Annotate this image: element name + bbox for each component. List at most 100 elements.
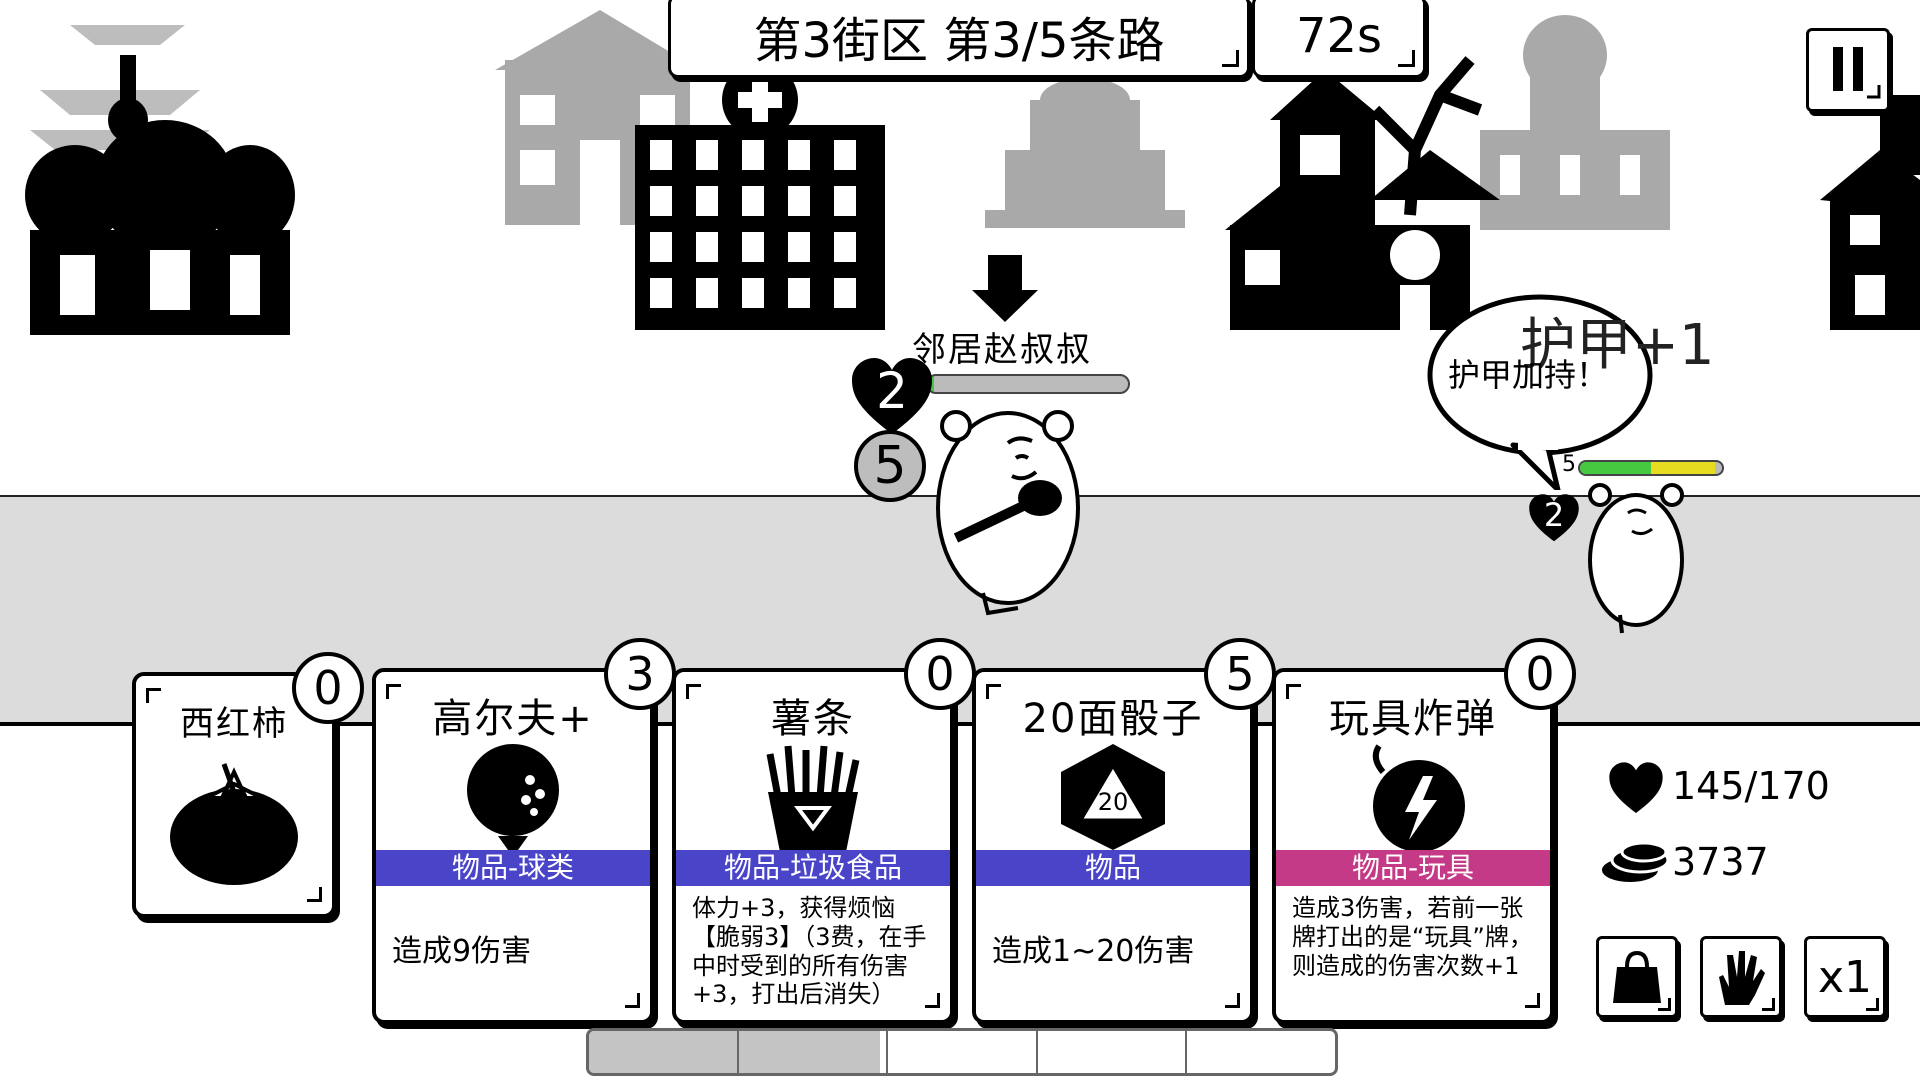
card-tomato[interactable]: 西红柿 0 xyxy=(132,652,364,918)
hospital-window xyxy=(742,232,764,262)
corner-mark xyxy=(686,684,701,699)
card-toy-bomb[interactable]: 玩具炸弹 物品-玩具 造成3伤害，若前一张牌打出的是“玩具”牌，则造成的伤害次数… xyxy=(1272,638,1576,1024)
corner-mark xyxy=(1866,998,1879,1011)
bag-button[interactable] xyxy=(1596,936,1678,1018)
hospital-windows xyxy=(650,140,856,308)
hospital-window xyxy=(788,140,810,170)
d20-icon: 20 xyxy=(1053,742,1173,856)
draw-pile-segment xyxy=(1187,1031,1335,1073)
player-hp: 145/170 xyxy=(1672,764,1830,808)
speed-label: x1 xyxy=(1817,951,1873,1003)
enemy2-heart-icon xyxy=(1529,494,1579,542)
speech-bubble-text: 护甲加持！ xyxy=(1448,356,1609,394)
enemy-armor-value: 5 xyxy=(873,436,907,496)
hospital-window xyxy=(696,140,718,170)
card-golf[interactable]: 高尔夫+ 物品-球类 造成9伤害 3 xyxy=(372,638,676,1024)
gray-capitol-icon xyxy=(985,78,1185,228)
corner-mark xyxy=(625,993,640,1008)
corner-mark xyxy=(1225,993,1240,1008)
card-title: 玩具炸弹 xyxy=(1329,696,1497,742)
cathedral-icon xyxy=(25,55,295,335)
coins-icon xyxy=(1602,841,1670,882)
bag-icon xyxy=(1613,950,1661,1003)
hand-icon xyxy=(1719,951,1765,1005)
card-type: 物品-玩具 xyxy=(1276,850,1550,886)
hospital-window xyxy=(834,140,856,170)
enemy2-heart-value: 2 xyxy=(1543,496,1565,534)
corner-mark xyxy=(925,993,940,1008)
bomb-icon xyxy=(1353,742,1473,856)
location-text: 第3街区 第3/5条路 xyxy=(753,13,1165,69)
pause-icon xyxy=(1833,47,1881,99)
hospital-window xyxy=(834,278,856,308)
card-fries[interactable]: 薯条 物品-垃圾食品 体力+3，获得烦恼【脆弱3】（3费，在手中时受到的所有伤害… xyxy=(672,638,976,1024)
enemy-character-icon xyxy=(936,410,1080,616)
speech-bubble xyxy=(1427,294,1653,490)
target-arrow-icon xyxy=(972,255,1038,322)
corner-mark xyxy=(1525,993,1540,1008)
corner-mark xyxy=(986,684,1001,699)
hospital-window xyxy=(650,140,672,170)
card-cost: 5 xyxy=(1204,638,1276,710)
enemy2-hp-green xyxy=(1580,462,1651,474)
enemy-armor-badge: 5 xyxy=(854,430,926,502)
card-type: 物品-垃圾食品 xyxy=(676,850,950,886)
armor-gain-popup: 护甲+1 xyxy=(1520,313,1715,378)
hospital-window xyxy=(788,186,810,216)
card-title: 薯条 xyxy=(771,696,855,742)
card-description: 造成9伤害 xyxy=(392,934,532,969)
tomato-icon xyxy=(166,762,302,892)
hospital-window xyxy=(742,140,764,170)
hospital-window xyxy=(696,186,718,216)
draw-pile-fill xyxy=(589,1031,880,1073)
golf-ball-icon xyxy=(458,742,568,856)
draw-pile-segment xyxy=(739,1031,889,1073)
corner-mark xyxy=(1398,50,1415,67)
enemy-hp-bar xyxy=(926,374,1130,394)
card-title: 西红柿 xyxy=(180,704,288,744)
corner-mark xyxy=(386,684,401,699)
card-description: 造成3伤害，若前一张牌打出的是“玩具”牌，则造成的伤害次数+1 xyxy=(1292,894,1533,980)
player-heart-icon xyxy=(1609,762,1663,813)
hospital-window xyxy=(696,232,718,262)
draw-pile-bar xyxy=(586,1028,1338,1076)
timer-box: 72s xyxy=(1252,0,1426,78)
enemy2-hp-yellow xyxy=(1651,462,1715,474)
hand-button[interactable] xyxy=(1700,936,1782,1018)
enemy-heart-value: 2 xyxy=(876,362,908,420)
corner-mark xyxy=(1658,998,1671,1011)
card-type: 物品 xyxy=(976,850,1250,886)
card-description: 造成1~20伤害 xyxy=(992,934,1195,969)
card-cost: 0 xyxy=(904,638,976,710)
hospital-window xyxy=(742,186,764,216)
gray-palace-icon xyxy=(1480,15,1670,230)
player-coins: 3737 xyxy=(1672,840,1769,884)
hospital-window xyxy=(650,232,672,262)
haunted-house-icon xyxy=(1225,70,1500,330)
corner-mark xyxy=(1286,684,1301,699)
hospital-window xyxy=(650,278,672,308)
hospital-window xyxy=(696,278,718,308)
hospital-window xyxy=(788,278,810,308)
hospital-window xyxy=(742,278,764,308)
hospital-window xyxy=(788,232,810,262)
card-type: 物品-球类 xyxy=(376,850,650,886)
enemy2-armor-value: 5 xyxy=(1562,452,1576,477)
draw-pile-segment xyxy=(1038,1031,1188,1073)
hospital-window xyxy=(834,232,856,262)
card-description: 体力+3，获得烦恼【脆弱3】（3费，在手中时受到的所有伤害+3，打出后消失） xyxy=(692,894,927,1009)
card-cost: 3 xyxy=(604,638,676,710)
card-d20[interactable]: 20面骰子 20 物品 造成1~20伤害 5 xyxy=(972,638,1276,1024)
corner-mark xyxy=(1222,50,1239,67)
card-title: 高尔夫+ xyxy=(432,696,594,742)
timer-text: 72s xyxy=(1295,8,1383,64)
draw-pile-segment xyxy=(589,1031,739,1073)
hospital-window xyxy=(834,186,856,216)
enemy2-character-icon xyxy=(1588,483,1684,634)
draw-pile-segment xyxy=(888,1031,1038,1073)
pause-button[interactable] xyxy=(1806,28,1890,112)
speed-button[interactable]: x1 xyxy=(1804,936,1886,1018)
corner-mark xyxy=(307,887,322,902)
enemy2-hp-bar xyxy=(1578,460,1724,476)
card-cost: 0 xyxy=(1504,638,1576,710)
